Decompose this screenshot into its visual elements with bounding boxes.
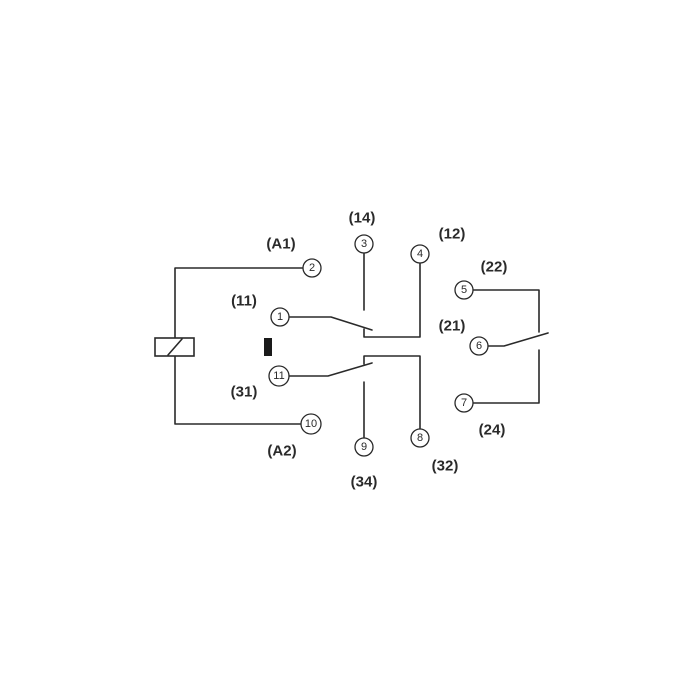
- label-a1: (A1): [266, 236, 295, 253]
- pin-number: 8: [417, 432, 423, 444]
- pin-7: 7: [454, 393, 474, 413]
- pin-number: 5: [461, 284, 467, 296]
- pin-number: 3: [361, 238, 367, 250]
- pin-circle: [410, 428, 430, 448]
- pin-circle: [300, 413, 322, 435]
- wire-pin1-switch: [288, 316, 373, 331]
- wire-pin7: [472, 349, 540, 404]
- pin-number: 9: [361, 441, 367, 453]
- pin-number: 2: [309, 262, 315, 274]
- coil-circuit: [154, 267, 304, 425]
- pin-circle: [410, 244, 430, 264]
- wire-pin4-common: [363, 253, 421, 338]
- contact-set-3: [472, 289, 549, 404]
- label-11: (11): [231, 293, 257, 310]
- label-14: (14): [349, 210, 376, 227]
- pin-1: 1: [270, 307, 290, 327]
- coil-wire-top: [174, 267, 304, 339]
- pin-3: 3: [354, 234, 374, 254]
- pin-circle: [354, 437, 374, 457]
- pin-circle: [268, 365, 290, 387]
- pin-6: 6: [469, 336, 489, 356]
- pin-number: 4: [417, 248, 423, 260]
- pin-number: 7: [461, 397, 467, 409]
- label-a2: (A2): [267, 443, 296, 460]
- label-12: (12): [439, 226, 466, 243]
- pin-10: 10: [300, 413, 322, 435]
- pin-8: 8: [410, 428, 430, 448]
- label-32: (32): [432, 458, 459, 475]
- wire-pin11-switch: [288, 362, 373, 377]
- pin-number: 1: [277, 311, 283, 323]
- status-indicator: [264, 338, 272, 356]
- wire-pin8-common: [363, 355, 421, 430]
- pin-number: 6: [476, 340, 482, 352]
- pin-circle: [454, 393, 474, 413]
- pin-2: 2: [302, 258, 322, 278]
- pin-circle: [302, 258, 322, 278]
- pin-circle: [270, 307, 290, 327]
- label-21: (21): [439, 318, 466, 335]
- label-24: (24): [479, 422, 506, 439]
- pin-circle: [354, 234, 374, 254]
- label-31: (31): [231, 384, 258, 401]
- pin-number: 10: [305, 418, 317, 430]
- pin-9: 9: [354, 437, 374, 457]
- contact-set-1: [288, 252, 421, 338]
- pin-number: 11: [273, 370, 284, 382]
- wire-pin5: [472, 289, 540, 333]
- coil-diagonal: [167, 338, 183, 356]
- contact-set-2: [288, 355, 421, 439]
- label-22: (22): [481, 259, 508, 276]
- wire-pin6-switch: [487, 332, 549, 347]
- label-34: (34): [351, 474, 378, 491]
- coil-wire-bottom: [174, 355, 302, 425]
- pin-circle: [454, 280, 474, 300]
- pin-4: 4: [410, 244, 430, 264]
- pin-circle: [469, 336, 489, 356]
- pin-5: 5: [454, 280, 474, 300]
- pin-11: 11: [268, 365, 290, 387]
